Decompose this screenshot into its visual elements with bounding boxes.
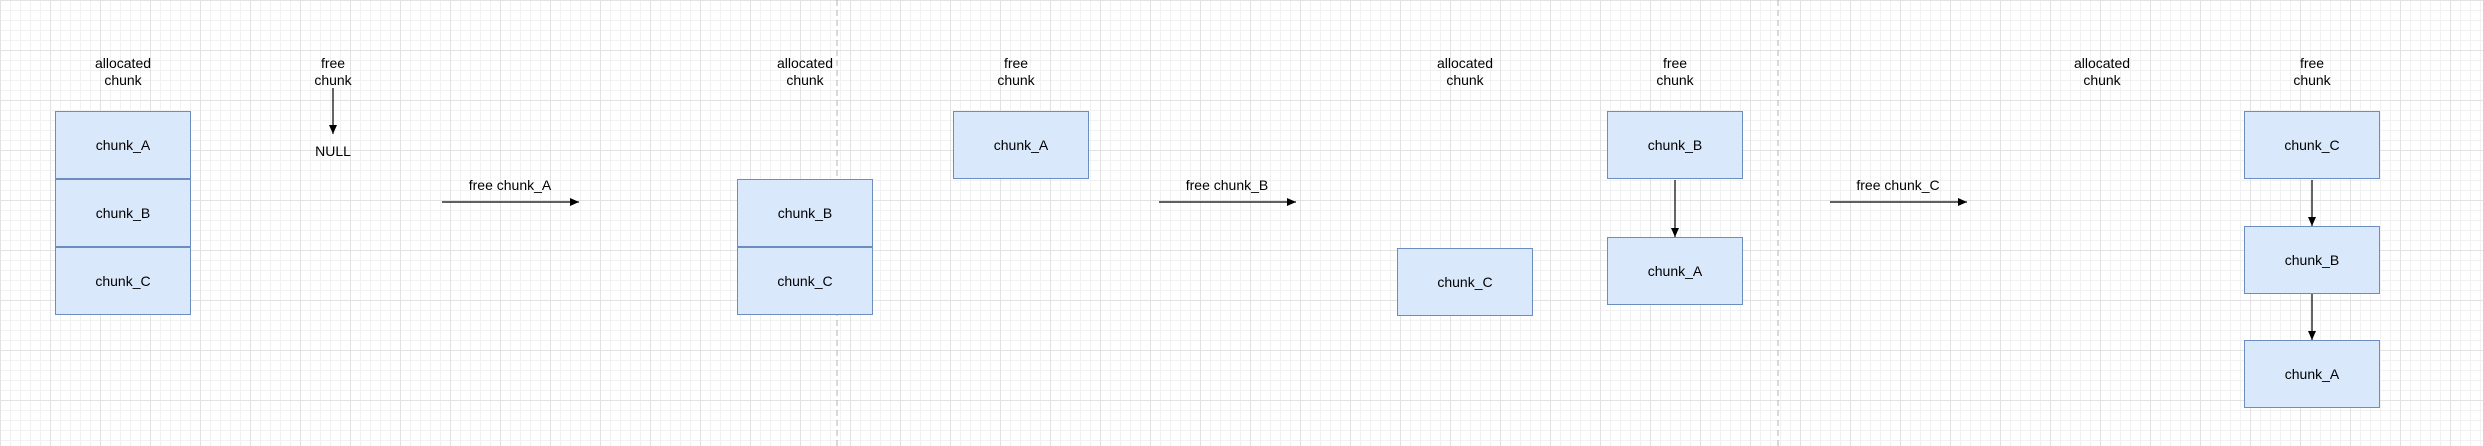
free-chunk-header: free chunk xyxy=(997,55,1035,88)
free-chunk-header: free chunk xyxy=(1656,55,1694,88)
allocated-chunk-box: chunk_A xyxy=(55,111,191,179)
free-chunk-box: chunk_A xyxy=(2244,340,2380,408)
free-list-null: NULL xyxy=(315,143,351,159)
allocated-chunk-box: chunk_C xyxy=(55,247,191,315)
free-chunk-box: chunk_A xyxy=(953,111,1089,179)
allocated-chunk-header: allocated chunk xyxy=(776,55,834,88)
free-chunk-box: chunk_A xyxy=(1607,237,1743,305)
free-chunk-box: chunk_B xyxy=(2244,226,2380,294)
allocated-chunk-header: allocated chunk xyxy=(2073,55,2131,88)
allocated-chunk-box: chunk_B xyxy=(737,179,873,247)
free-chunk-header: free chunk xyxy=(2293,55,2331,88)
operation-label: free chunk_B xyxy=(1185,177,1269,193)
operation-label: free chunk_A xyxy=(468,177,552,193)
free-chunk-box: chunk_C xyxy=(2244,111,2380,179)
free-chunk-header: free chunk xyxy=(314,55,352,88)
allocated-chunk-box: chunk_B xyxy=(55,179,191,247)
allocated-chunk-box: chunk_C xyxy=(737,247,873,315)
operation-label: free chunk_C xyxy=(1856,177,1940,193)
free-chunk-box: chunk_B xyxy=(1607,111,1743,179)
allocated-chunk-header: allocated chunk xyxy=(1436,55,1494,88)
allocated-chunk-header: allocated chunk xyxy=(94,55,152,88)
allocated-chunk-box: chunk_C xyxy=(1397,248,1533,316)
